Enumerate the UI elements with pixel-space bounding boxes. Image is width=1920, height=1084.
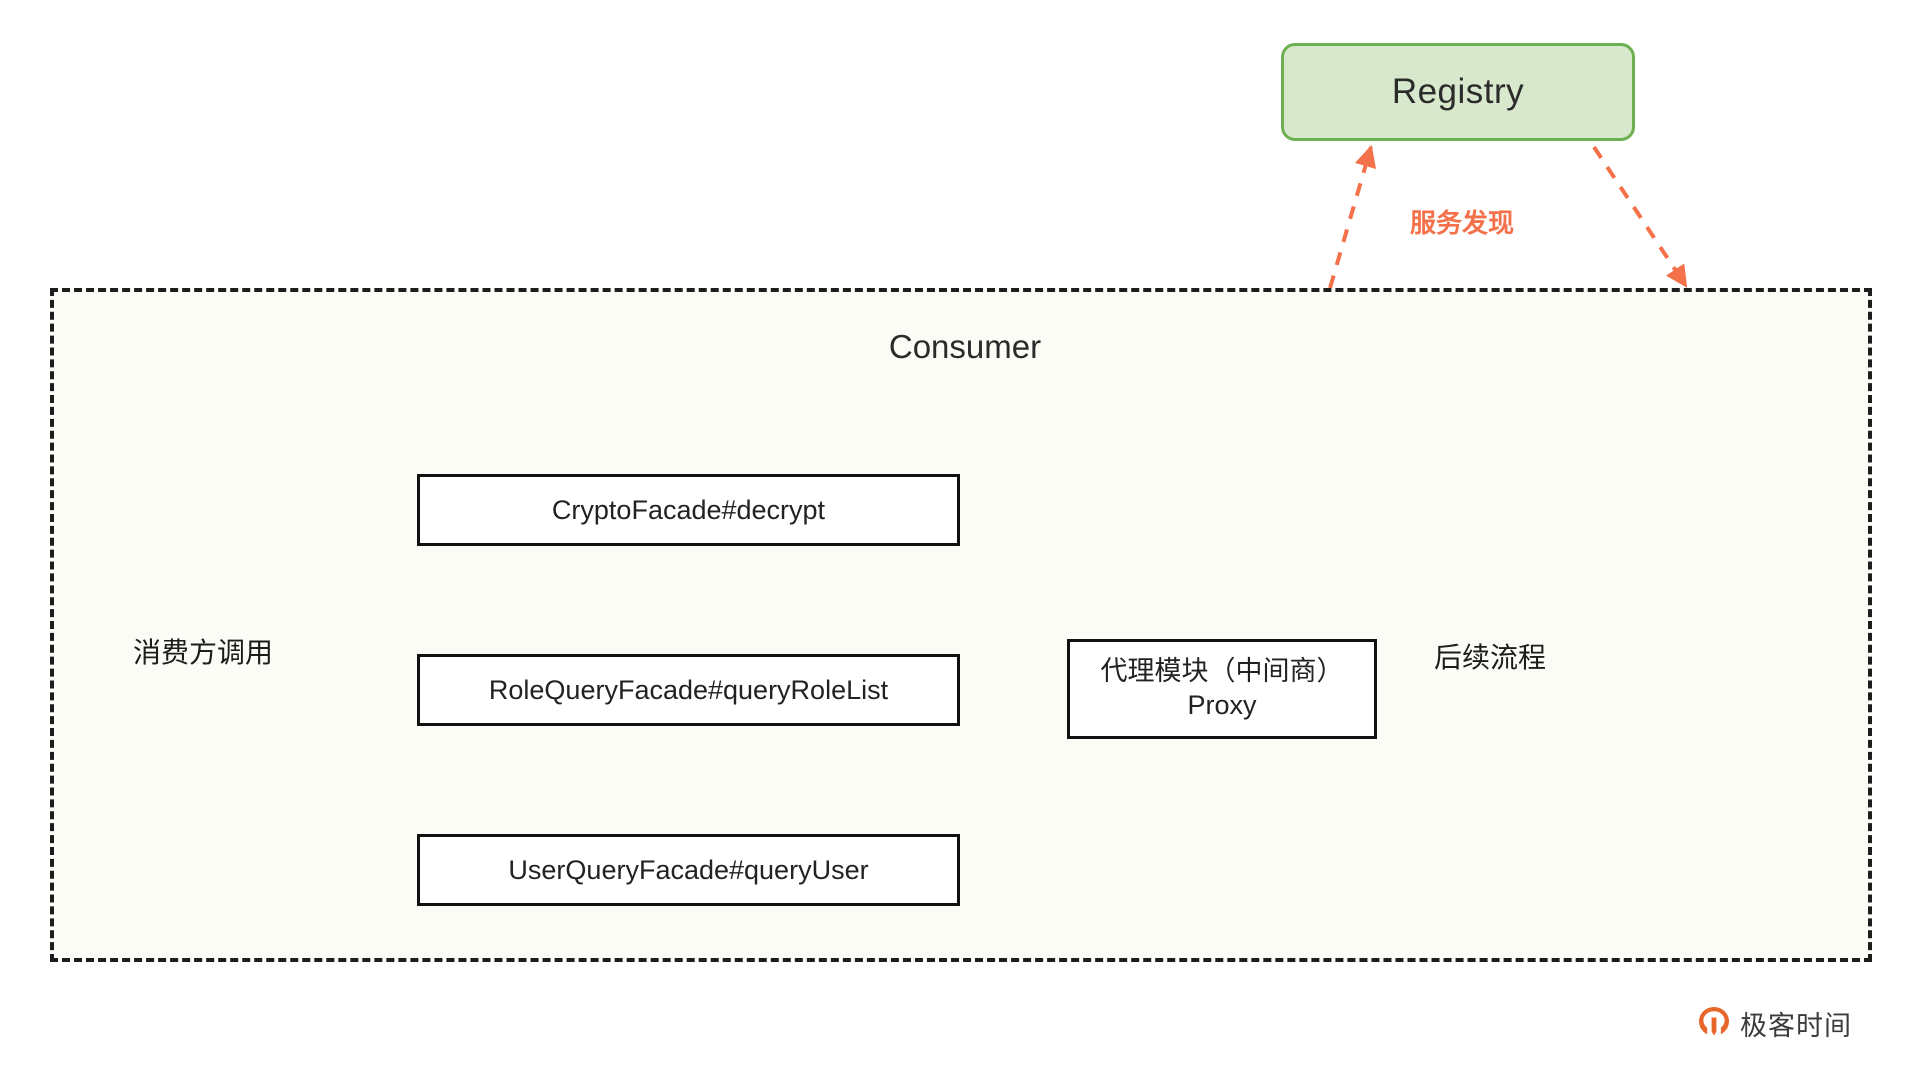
consumer-container[interactable]: Consumer [50, 288, 1872, 962]
proxy-node-label-cn: 代理模块（中间商） [1100, 656, 1344, 687]
edge-registry-to-consumer [1592, 145, 1688, 288]
edge-label-consumer-call: 消费方调用 [133, 637, 274, 668]
facade-node-crypto[interactable]: CryptoFacade#decrypt [417, 474, 960, 546]
geektime-logo-icon [1697, 1004, 1731, 1043]
consumer-container-title: Consumer [888, 328, 1042, 365]
registry-node-label: Registry [1391, 72, 1525, 111]
watermark: 极客时间 [1697, 1004, 1852, 1043]
registry-node[interactable]: Registry [1281, 43, 1635, 141]
edge-label-next-flow: 后续流程 [1434, 642, 1547, 673]
facade-node-user-query[interactable]: UserQueryFacade#queryUser [417, 834, 960, 906]
edge-label-service-discovery: 服务发现 [1410, 208, 1515, 238]
facade-node-role-query[interactable]: RoleQueryFacade#queryRoleList [417, 654, 960, 726]
proxy-node[interactable]: 代理模块（中间商） Proxy [1067, 639, 1377, 739]
edge-consumer-to-registry [1328, 144, 1377, 289]
watermark-text: 极客时间 [1740, 1011, 1852, 1041]
proxy-node-label-en: Proxy [1187, 690, 1257, 720]
